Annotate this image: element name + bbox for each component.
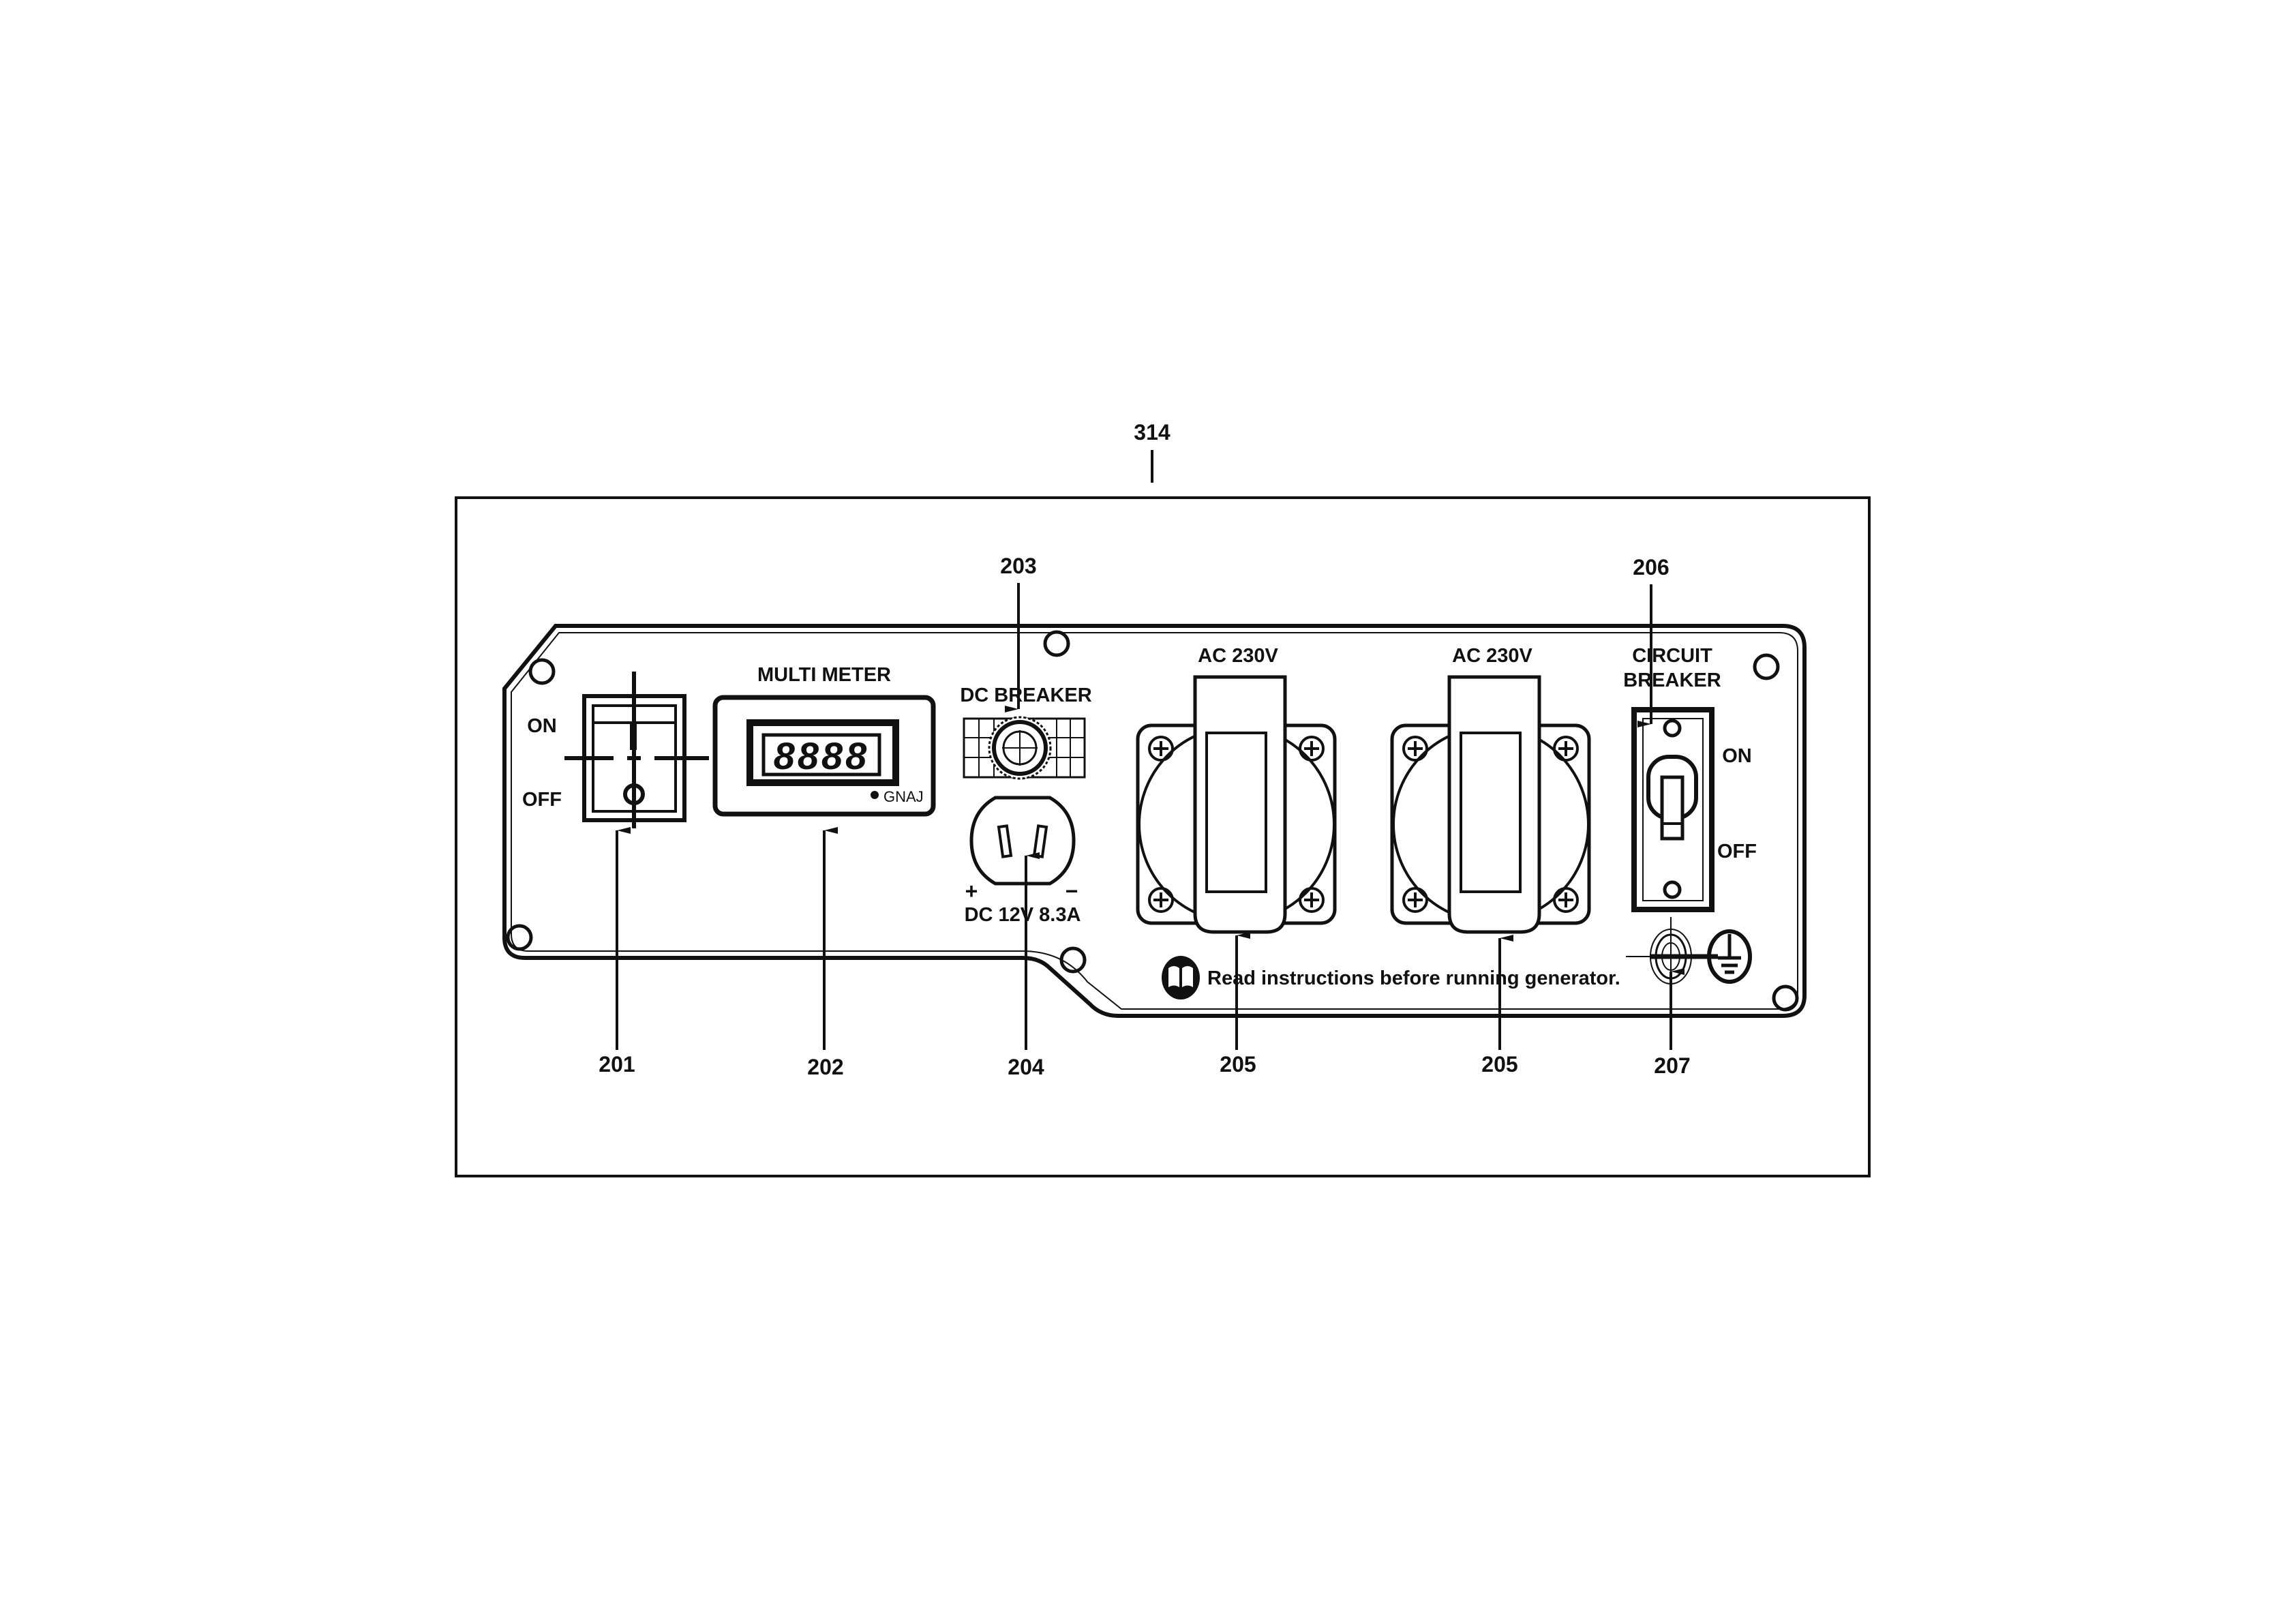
ac-socket-2-label: AC 230V [1452, 645, 1532, 667]
callout-204: 204 [1008, 1055, 1044, 1079]
switch-off-label: OFF [522, 789, 562, 811]
dc-socket[interactable] [969, 796, 1076, 886]
callout-207: 207 [1654, 1053, 1690, 1078]
cb-off-label: OFF [1717, 841, 1757, 862]
meter-digits: 8888 [774, 734, 870, 777]
ac-socket-1[interactable] [1136, 675, 1337, 934]
panel-outline [502, 624, 1807, 1018]
meter-brand: GNAJ [883, 788, 924, 805]
manual-book-icon [1162, 956, 1200, 999]
switch-on-label: ON [527, 715, 557, 737]
callout-314: 314 [1134, 420, 1170, 445]
mounting-hole [1045, 632, 1068, 655]
circuit-breaker-title-2: BREAKER [1623, 670, 1721, 691]
mounting-hole [1755, 655, 1778, 678]
circuit-breaker-title-1: CIRCUIT [1632, 645, 1712, 667]
mounting-hole [1774, 987, 1797, 1010]
callout-205-a: 205 [1220, 1052, 1256, 1077]
ground-symbol-icon [1707, 929, 1752, 984]
callout-202: 202 [807, 1055, 843, 1079]
callout-206: 206 [1633, 555, 1669, 580]
dc-breaker-title: DC BREAKER [960, 685, 1091, 706]
dc-plus-label: + [965, 879, 978, 903]
outer-frame [455, 496, 1871, 1177]
mounting-hole [530, 660, 554, 683]
dc-rating-label: DC 12V 8.3A [965, 904, 1081, 926]
dc-breaker-button[interactable] [963, 716, 1086, 780]
circuit-breaker-toggle[interactable] [1631, 707, 1715, 912]
callout-201: 201 [599, 1052, 635, 1077]
dc-minus-label: − [1066, 879, 1078, 903]
warning-text: Read instructions before running generat… [1207, 967, 1620, 989]
cb-on-label: ON [1722, 745, 1752, 767]
multimeter-display: 8888 GNAJ [712, 695, 936, 817]
multimeter-title: MULTI METER [757, 664, 891, 686]
callout-203: 203 [1000, 554, 1036, 578]
callout-205-b: 205 [1481, 1052, 1517, 1077]
main-switch[interactable] [564, 672, 709, 828]
ac-socket-1-label: AC 230V [1198, 645, 1278, 667]
ac-socket-2[interactable] [1390, 675, 1591, 934]
